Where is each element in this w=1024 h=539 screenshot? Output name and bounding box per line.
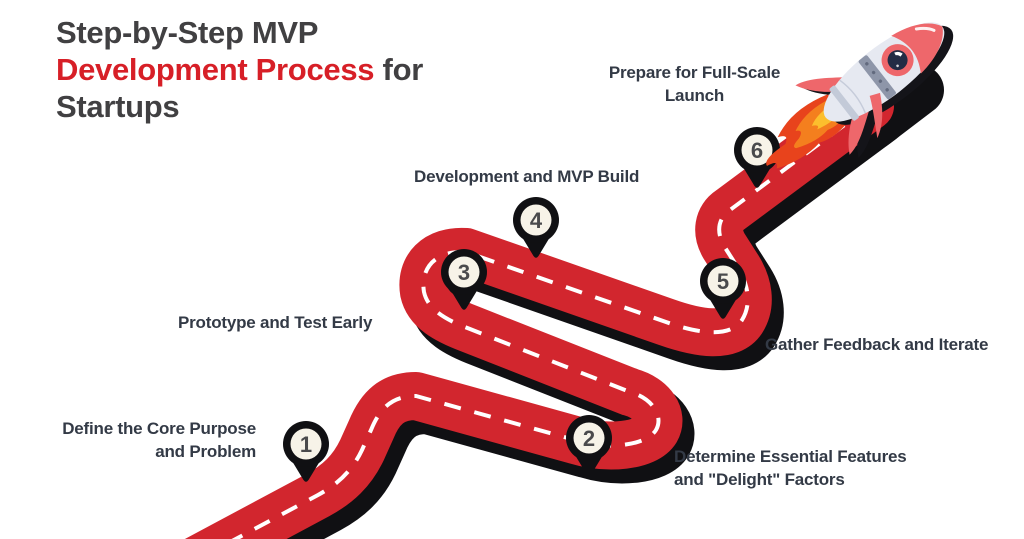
pin-number: 4 — [530, 208, 543, 233]
rocket-tail-band — [829, 85, 859, 121]
pins-layer: 1 2 3 4 5 6 — [283, 127, 780, 482]
rocket-panel-line — [839, 79, 867, 114]
step-label-1: Define the Core Purpose and Problem — [62, 419, 256, 461]
step-label-2: Determine Essential Features and "Deligh… — [674, 447, 907, 489]
map-pin-icon-step-2: 2 — [566, 415, 612, 476]
rocket-band — [858, 55, 896, 100]
step-label-3: Prototype and Test Early — [178, 313, 373, 332]
title-highlight: Development Process — [56, 52, 375, 87]
map-pin-icon-step-3: 3 — [441, 249, 487, 310]
pin-number: 6 — [751, 138, 763, 163]
rocket-nose-shine — [914, 26, 936, 32]
rocket-icon — [766, 22, 954, 169]
pin-number: 2 — [583, 426, 595, 451]
road-center-dashes — [231, 104, 872, 539]
map-pin-icon-step-5: 5 — [700, 258, 746, 319]
title-line2: Startups — [56, 89, 180, 124]
title-after-highlight: for — [382, 52, 424, 87]
page-title: Step-by-Step MVP Development Process for… — [56, 14, 423, 125]
rocket-fin-front — [869, 92, 883, 139]
step-label-6: Prepare for Full-Scale Launch — [608, 63, 781, 105]
map-pin-icon-step-1: 1 — [283, 421, 329, 482]
pin-number: 3 — [458, 260, 470, 285]
map-pin-icon-step-6: 6 — [734, 127, 780, 188]
map-pin-icon-step-4: 4 — [513, 197, 559, 258]
rocket-nose — [891, 23, 943, 74]
step-label-5: Gather Feedback and Iterate — [765, 335, 989, 354]
pin-number: 1 — [300, 432, 312, 457]
pin-number: 5 — [717, 269, 729, 294]
step-label-4: Development and MVP Build — [414, 167, 640, 186]
title-line1: Step-by-Step MVP — [56, 15, 319, 50]
rocket-window-icon — [881, 44, 914, 77]
